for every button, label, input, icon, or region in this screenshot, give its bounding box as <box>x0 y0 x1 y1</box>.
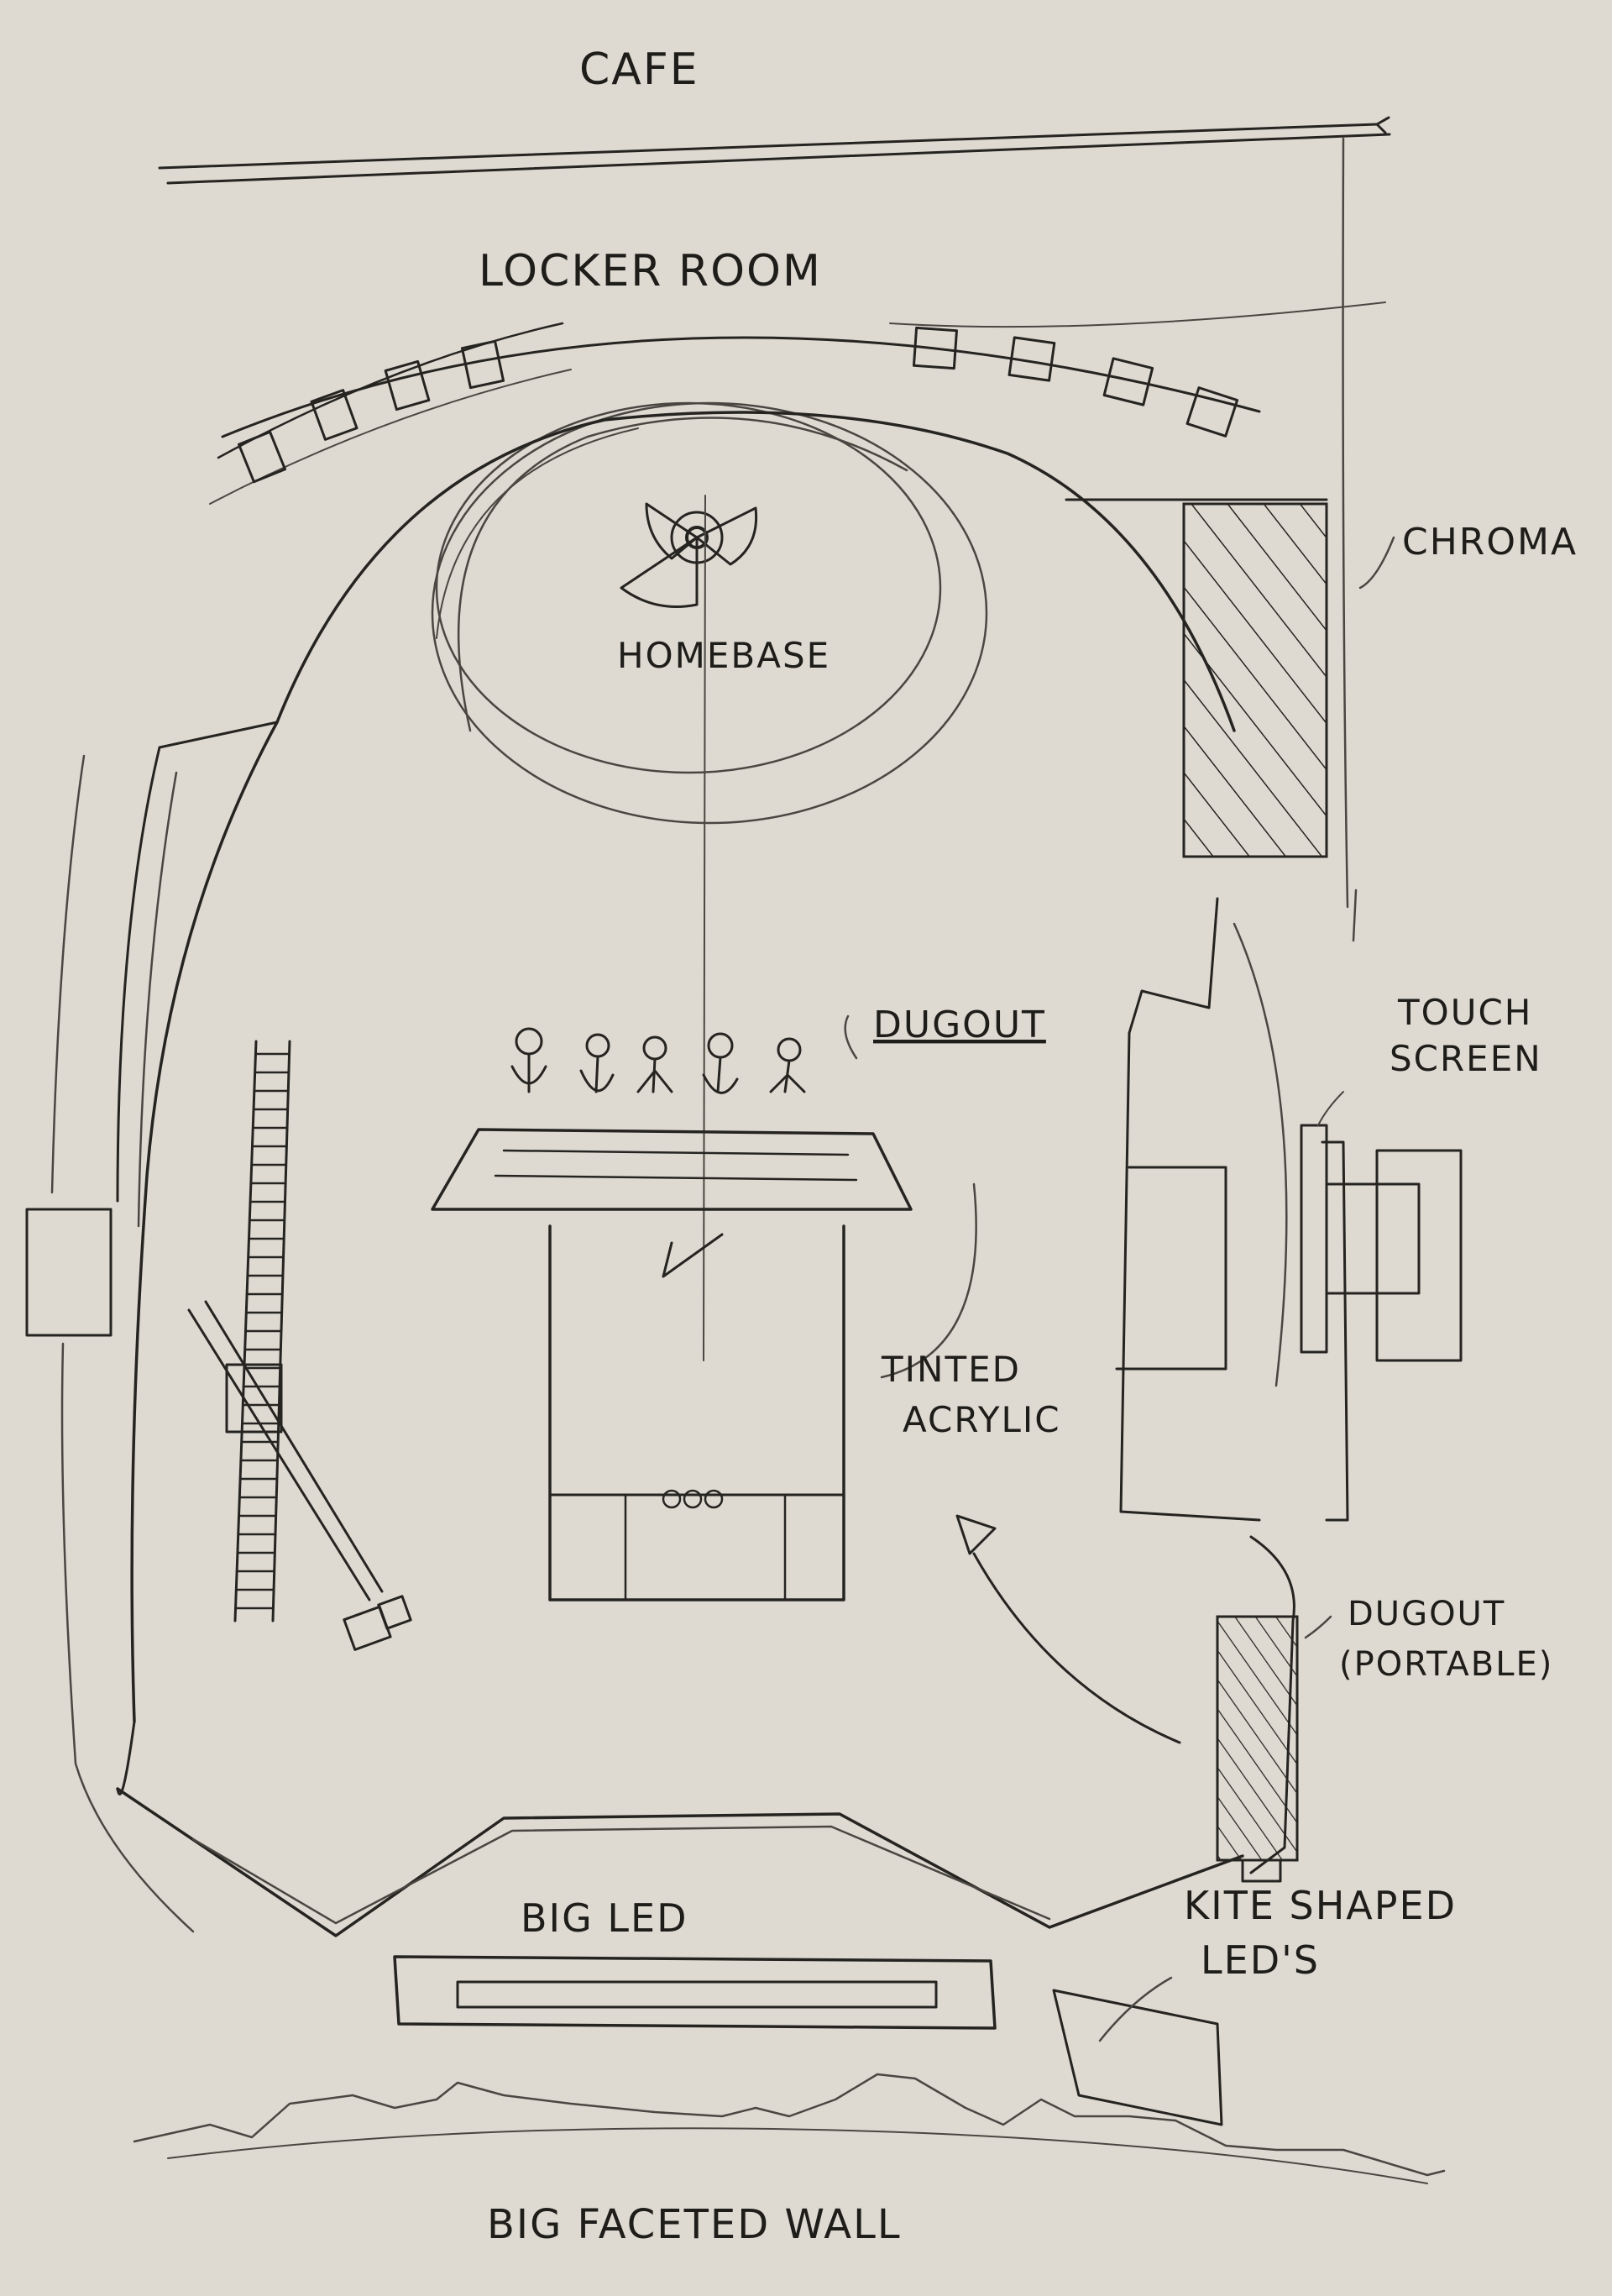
dugout-people <box>510 1027 806 1094</box>
label-touch-line1: TOUCH <box>1397 992 1532 1033</box>
label-chroma: CHROMA <box>1402 521 1578 564</box>
label-kite-line1: KITE SHAPED <box>1184 1883 1457 1928</box>
camera-crane <box>187 1300 412 1651</box>
stage-outline <box>116 411 1244 1937</box>
label-tinted-line1: TINTED <box>881 1349 1021 1390</box>
dugout-bench <box>431 1128 913 1211</box>
label-kite-line2: LED'S <box>1201 1937 1320 1983</box>
homebase-area <box>431 401 988 825</box>
portable-dugout <box>1216 1535 1332 1883</box>
presenter-desk <box>548 1224 845 1601</box>
right-boundary-lines <box>1342 137 1358 942</box>
lockers-left <box>237 339 505 484</box>
label-dugout-portable-line1: DUGOUT <box>1348 1595 1505 1633</box>
locker-room-wall <box>209 301 1386 505</box>
label-big-faceted-wall: BIG FACETED WALL <box>487 2201 902 2248</box>
big-faceted-wall <box>133 2073 1446 2184</box>
label-touch-line2: SCREEN <box>1390 1038 1542 1079</box>
label-cafe: CAFE <box>579 45 699 95</box>
lockers-right <box>912 326 1239 438</box>
label-big-led: BIG LED <box>521 1895 688 1941</box>
label-homebase: HOMEBASE <box>617 635 830 676</box>
label-tinted-line2: ACRYLIC <box>903 1399 1061 1440</box>
label-locker-room: LOCKER ROOM <box>479 246 822 296</box>
left-wall-strips <box>25 721 279 1933</box>
big-led-screen <box>393 1955 997 2030</box>
camera-track <box>233 1040 291 1622</box>
center-axis-line <box>703 495 706 1361</box>
tinted-acrylic-pointer <box>880 1182 977 1379</box>
touch-screen-structure <box>1115 897 1463 1522</box>
label-dugout-portable-line2: (PORTABLE) <box>1339 1645 1553 1684</box>
dugout-pointer <box>844 1014 858 1060</box>
chroma-wall <box>1065 498 1395 858</box>
homebase-camera-icon <box>620 502 758 608</box>
kite-shaped-leds <box>1052 1976 1223 2126</box>
camera-direction-marker <box>955 1514 1181 1744</box>
cafe-boundary-line <box>158 116 1391 185</box>
label-dugout: DUGOUT <box>873 1004 1046 1046</box>
